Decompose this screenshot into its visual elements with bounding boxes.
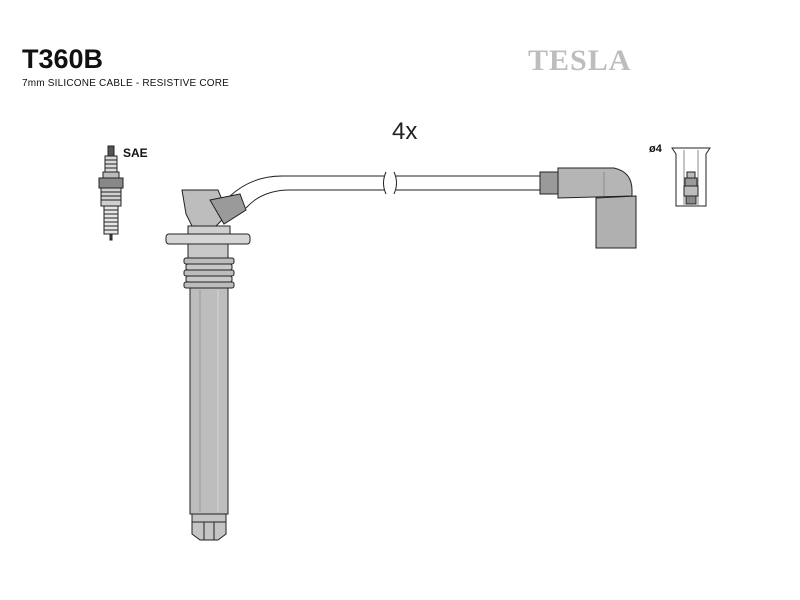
cable-description: 7mm SILICONE CABLE - RESISTIVE CORE (22, 78, 230, 89)
spark-plug-boot (165, 189, 251, 541)
terminal-detail-icon (671, 147, 711, 207)
terminal-diameter-label: ø4 (649, 143, 662, 155)
coil-boot-angled (539, 167, 637, 249)
spark-plug-icon (98, 145, 124, 241)
brand-logo: TESLA (528, 44, 632, 77)
ignition-cable (229, 171, 540, 209)
spark-plug-standard-label: SAE (123, 146, 148, 160)
quantity-label: 4x (392, 118, 418, 145)
part-number-title: T360B (22, 44, 104, 74)
